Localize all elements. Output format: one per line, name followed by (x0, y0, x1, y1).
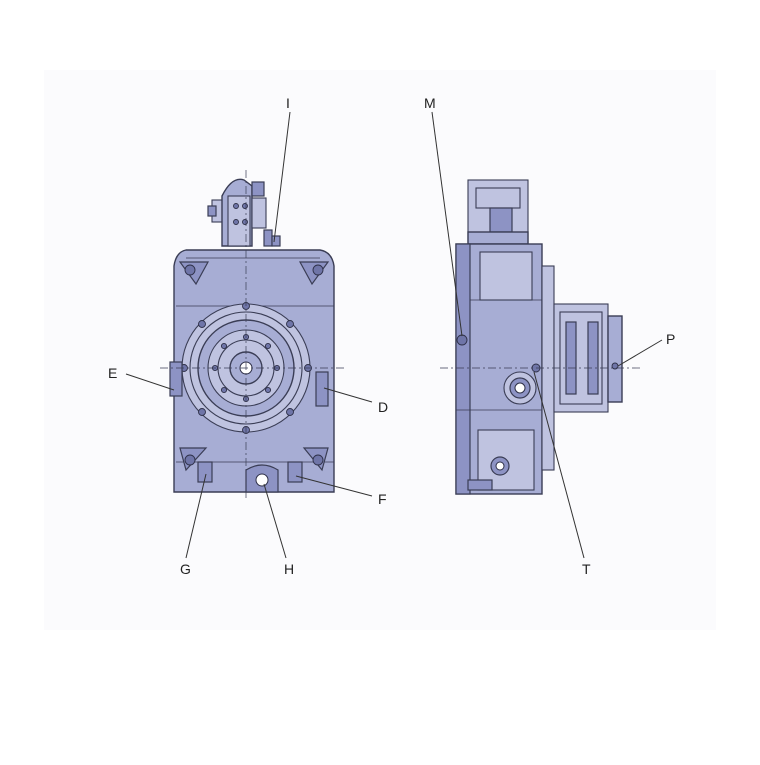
callout-E: E (108, 365, 117, 381)
callout-T: T (582, 561, 591, 577)
port-M (456, 334, 468, 346)
port-G (197, 461, 213, 483)
port-P-block (607, 315, 623, 403)
callout-G: G (180, 561, 191, 577)
port-E (169, 361, 183, 397)
leader-F (295, 475, 373, 497)
side-adapter (553, 303, 609, 413)
callout-D: D (378, 399, 388, 415)
side-view (440, 179, 640, 495)
leader-G (185, 473, 207, 559)
leader-E (125, 373, 175, 391)
leader-P (617, 339, 663, 367)
callout-P: P (666, 331, 675, 347)
leader-T (533, 371, 585, 559)
callout-H: H (284, 561, 294, 577)
callout-labels: I E D F G H M P T (108, 95, 675, 577)
leader-lines (125, 111, 663, 559)
leader-D (323, 387, 373, 403)
front-view (160, 170, 345, 500)
leader-H (263, 483, 287, 559)
port-F (287, 461, 303, 483)
callout-I: I (286, 95, 290, 111)
callout-M: M (424, 95, 436, 111)
leader-I (273, 111, 291, 243)
front-top-valve (207, 178, 281, 247)
leader-M (431, 111, 463, 337)
callout-F: F (378, 491, 387, 507)
